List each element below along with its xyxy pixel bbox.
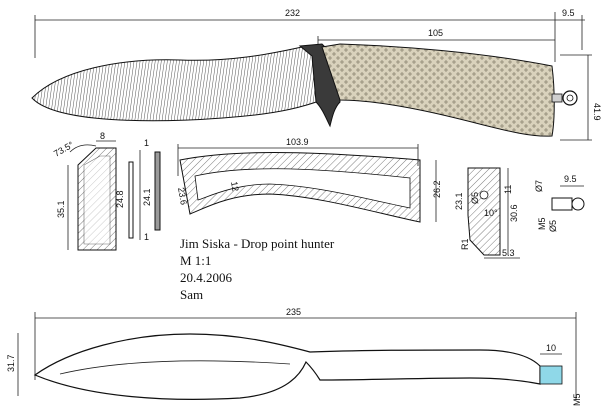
pommel-outline <box>467 167 501 256</box>
lanyard-thread-label: M5 <box>537 217 547 230</box>
scale-front-label: 23.6 <box>176 187 189 206</box>
title-line-4: Sam <box>180 287 203 302</box>
spacer-detail: 24.8 24.1 1 1 <box>115 138 161 242</box>
spacer-b <box>154 151 161 231</box>
tang-end-label: 10 <box>546 343 556 353</box>
bolster-detail: 8 73.5° 35.1 <box>52 131 117 251</box>
handle-length-label: 105 <box>428 28 443 38</box>
spacer-a <box>128 161 134 239</box>
lanyard-dia-label: Ø7 <box>534 180 544 192</box>
lanyard-ring <box>551 90 578 106</box>
blank-height-label: 31.7 <box>6 354 16 372</box>
blank-outline <box>33 333 541 400</box>
blank-profile-view: 235 31.7 10 M5 <box>6 307 582 406</box>
pommel-detail: 23.1 Ø5 11 10° 30.6 R1 5.3 <box>454 167 520 259</box>
title-line-3: 20.4.2006 <box>180 270 233 285</box>
tang-tip <box>539 365 563 385</box>
scale-rear-label: 26.2 <box>432 180 442 198</box>
pommel-mid-label: 30.6 <box>509 204 519 222</box>
lanyard-eye <box>571 197 585 211</box>
bolster-height-label: 35.1 <box>56 200 66 218</box>
spacer-bottom-label: 1 <box>144 232 149 242</box>
spacer-height-a-label: 24.8 <box>115 190 125 208</box>
blade <box>31 46 323 122</box>
spacer-height-b-label: 24.1 <box>142 188 152 206</box>
scale-detail: 103.9 26.2 23.6 12 <box>176 137 442 223</box>
pommel-radius-label: R1 <box>460 238 470 250</box>
handle <box>321 43 555 137</box>
title-block: Jim Siska - Drop point hunter M 1:1 20.4… <box>180 236 335 302</box>
overall-length-label: 232 <box>285 8 300 18</box>
tang-thread-label: M5 <box>572 393 582 406</box>
pommel-hole-label: Ø5 <box>470 192 480 204</box>
scale-length-label: 103.9 <box>286 137 309 147</box>
scale-inner <box>194 168 411 209</box>
front-angle-label: 73.5° <box>52 139 76 158</box>
lanyard-offset-label: 9.5 <box>562 8 575 18</box>
pommel-top-label: 23.1 <box>454 192 464 210</box>
front-angle-arc <box>69 144 97 153</box>
title-line-2: M 1:1 <box>180 253 211 268</box>
scale-mid-label: 12 <box>229 181 241 193</box>
blank-edge-line <box>59 360 291 375</box>
title-line-1: Jim Siska - Drop point hunter <box>180 236 335 251</box>
lanyard-len-label: 9.5 <box>564 174 577 184</box>
bolster-inner <box>83 155 111 245</box>
pommel-angle-label: 10° <box>484 208 498 218</box>
knife-assembly-view: 232 9.5 105 41.9 <box>31 8 602 141</box>
bolster-width-label: 8 <box>100 131 105 141</box>
pommel-hole <box>479 190 489 200</box>
blank-length-label: 235 <box>286 307 301 317</box>
overall-height-label: 41.9 <box>592 103 602 121</box>
lanyard-hole-label: Ø5 <box>548 220 558 232</box>
lanyard-detail: Ø7 9.5 M5 Ø5 <box>534 174 585 232</box>
lanyard-body <box>551 197 573 211</box>
spacer-width-label: 1 <box>144 138 149 148</box>
